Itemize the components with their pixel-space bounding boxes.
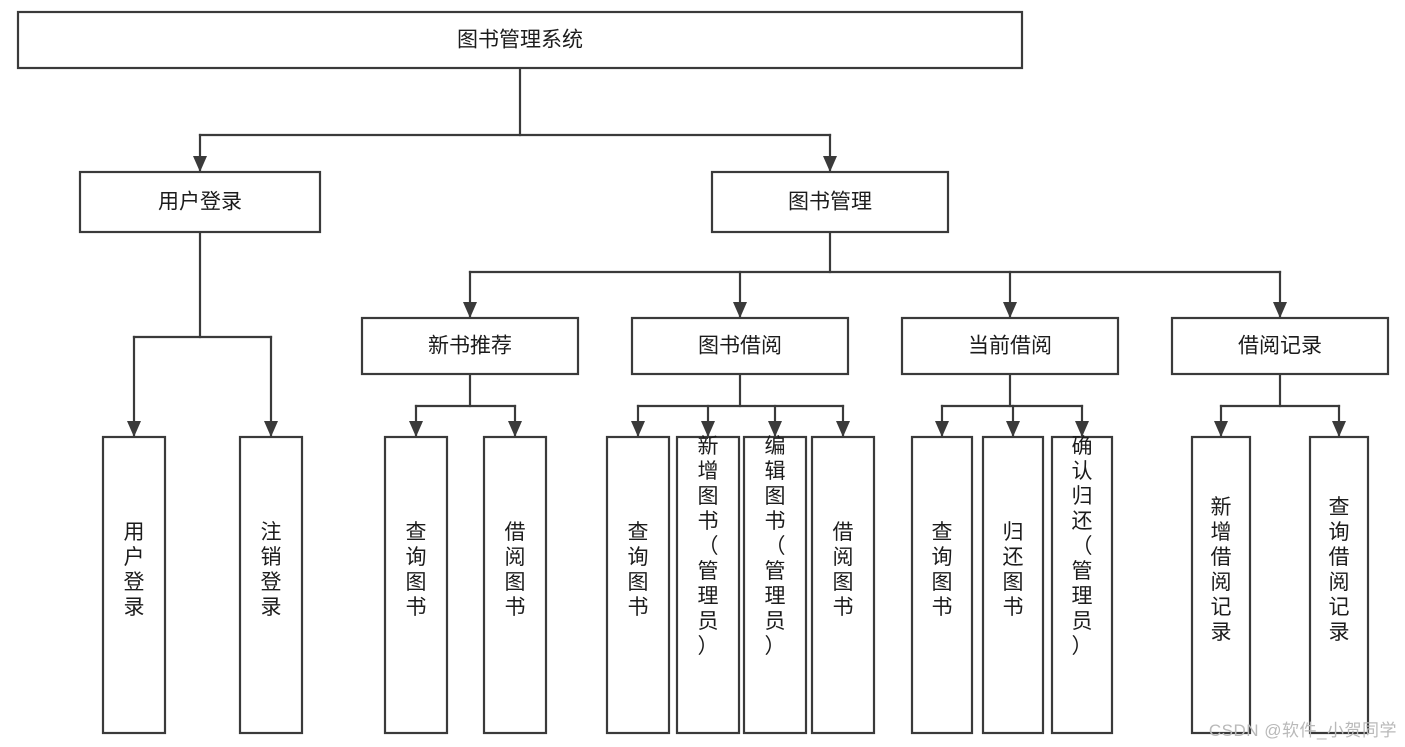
arrow-head-icon xyxy=(127,421,141,437)
node-box xyxy=(101,435,167,735)
arrow-head-icon xyxy=(1214,421,1228,437)
node-root[interactable]: 图书管理系统 xyxy=(16,10,1024,70)
node-user-login[interactable]: 用户登录 xyxy=(78,170,322,234)
arrow-head-icon xyxy=(768,421,782,437)
arrow-head-icon xyxy=(935,421,949,437)
node-label: 当前借阅 xyxy=(968,335,1052,358)
arrow-head-icon xyxy=(193,156,207,172)
node-box xyxy=(742,435,808,735)
node-label: 借阅图书 xyxy=(833,521,854,619)
arrow-head-icon xyxy=(1003,302,1017,318)
arrow-head-icon xyxy=(1273,302,1287,318)
node-label: 用户登录 xyxy=(124,521,145,619)
node-leaf-user-login[interactable]: 用户登录 xyxy=(101,435,167,735)
arrow-head-icon xyxy=(409,421,423,437)
node-layer: 图书管理系统用户登录图书管理新书推荐图书借阅当前借阅借阅记录用户登录注销登录查询… xyxy=(16,10,1390,735)
node-box xyxy=(360,316,580,376)
arrow-head-icon xyxy=(1332,421,1346,437)
node-leaf-query-book-1[interactable]: 查询图书 xyxy=(383,435,449,735)
node-leaf-user-logout[interactable]: 注销登录 xyxy=(238,435,304,735)
node-label: 编辑图书（管理员） xyxy=(765,435,786,658)
node-label: 归还图书 xyxy=(1003,521,1024,619)
node-box xyxy=(482,435,548,735)
node-leaf-query-book-2[interactable]: 查询图书 xyxy=(605,435,671,735)
node-box xyxy=(78,170,322,234)
arrow-head-icon xyxy=(733,302,747,318)
node-leaf-borrow-book-1[interactable]: 借阅图书 xyxy=(482,435,548,735)
node-box xyxy=(910,435,974,735)
node-label: 图书借阅 xyxy=(698,335,782,358)
node-label: 确认归还（管理员） xyxy=(1072,435,1093,658)
node-leaf-add-borrow-record[interactable]: 新增借阅记录 xyxy=(1190,435,1252,735)
node-box xyxy=(900,316,1120,376)
node-leaf-edit-book-admin[interactable]: 编辑图书（管理员） xyxy=(742,435,808,735)
arrow-head-icon xyxy=(701,421,715,437)
node-box xyxy=(710,170,950,234)
watermark-label: CSDN @软件_小贺同学 xyxy=(1208,721,1397,740)
connector-layer xyxy=(127,66,1346,439)
node-box xyxy=(981,435,1045,735)
arrow-head-icon xyxy=(463,302,477,318)
node-box xyxy=(810,435,876,735)
node-label: 借阅记录 xyxy=(1238,335,1322,358)
arrow-head-icon xyxy=(836,421,850,437)
node-new-book-recommend[interactable]: 新书推荐 xyxy=(360,316,580,376)
node-label: 查询借阅记录 xyxy=(1329,496,1350,644)
node-box xyxy=(675,435,741,735)
node-leaf-query-borrow-record[interactable]: 查询借阅记录 xyxy=(1308,435,1370,735)
node-box xyxy=(1170,316,1390,376)
node-label: 新增图书（管理员） xyxy=(698,435,719,658)
arrow-head-icon xyxy=(631,421,645,437)
node-box xyxy=(1050,435,1114,735)
node-label: 借阅图书 xyxy=(505,521,526,619)
node-label: 查询图书 xyxy=(932,521,953,619)
node-label: 查询图书 xyxy=(406,521,427,619)
node-label: 图书管理 xyxy=(788,191,872,214)
node-leaf-borrow-book-2[interactable]: 借阅图书 xyxy=(810,435,876,735)
node-leaf-add-book-admin[interactable]: 新增图书（管理员） xyxy=(675,435,741,735)
node-leaf-query-book-3[interactable]: 查询图书 xyxy=(910,435,974,735)
arrow-head-icon xyxy=(508,421,522,437)
node-book-management[interactable]: 图书管理 xyxy=(710,170,950,234)
node-box xyxy=(630,316,850,376)
node-box xyxy=(605,435,671,735)
node-label: 查询图书 xyxy=(628,521,649,619)
node-label: 新增借阅记录 xyxy=(1211,496,1232,644)
node-box xyxy=(16,10,1024,70)
node-leaf-confirm-return-admin[interactable]: 确认归还（管理员） xyxy=(1050,435,1114,735)
node-label: 新书推荐 xyxy=(428,335,512,358)
node-box xyxy=(1308,435,1370,735)
node-box xyxy=(383,435,449,735)
arrow-head-icon xyxy=(1075,421,1089,437)
arrow-head-icon xyxy=(264,421,278,437)
node-box xyxy=(238,435,304,735)
node-label: 注销登录 xyxy=(261,521,282,619)
node-box xyxy=(1190,435,1252,735)
node-book-borrow[interactable]: 图书借阅 xyxy=(630,316,850,376)
arrow-head-icon xyxy=(823,156,837,172)
arrow-head-icon xyxy=(1006,421,1020,437)
node-leaf-return-book[interactable]: 归还图书 xyxy=(981,435,1045,735)
node-current-borrow[interactable]: 当前借阅 xyxy=(900,316,1120,376)
node-label: 用户登录 xyxy=(158,191,242,214)
node-label: 图书管理系统 xyxy=(457,29,583,52)
node-borrow-record[interactable]: 借阅记录 xyxy=(1170,316,1390,376)
